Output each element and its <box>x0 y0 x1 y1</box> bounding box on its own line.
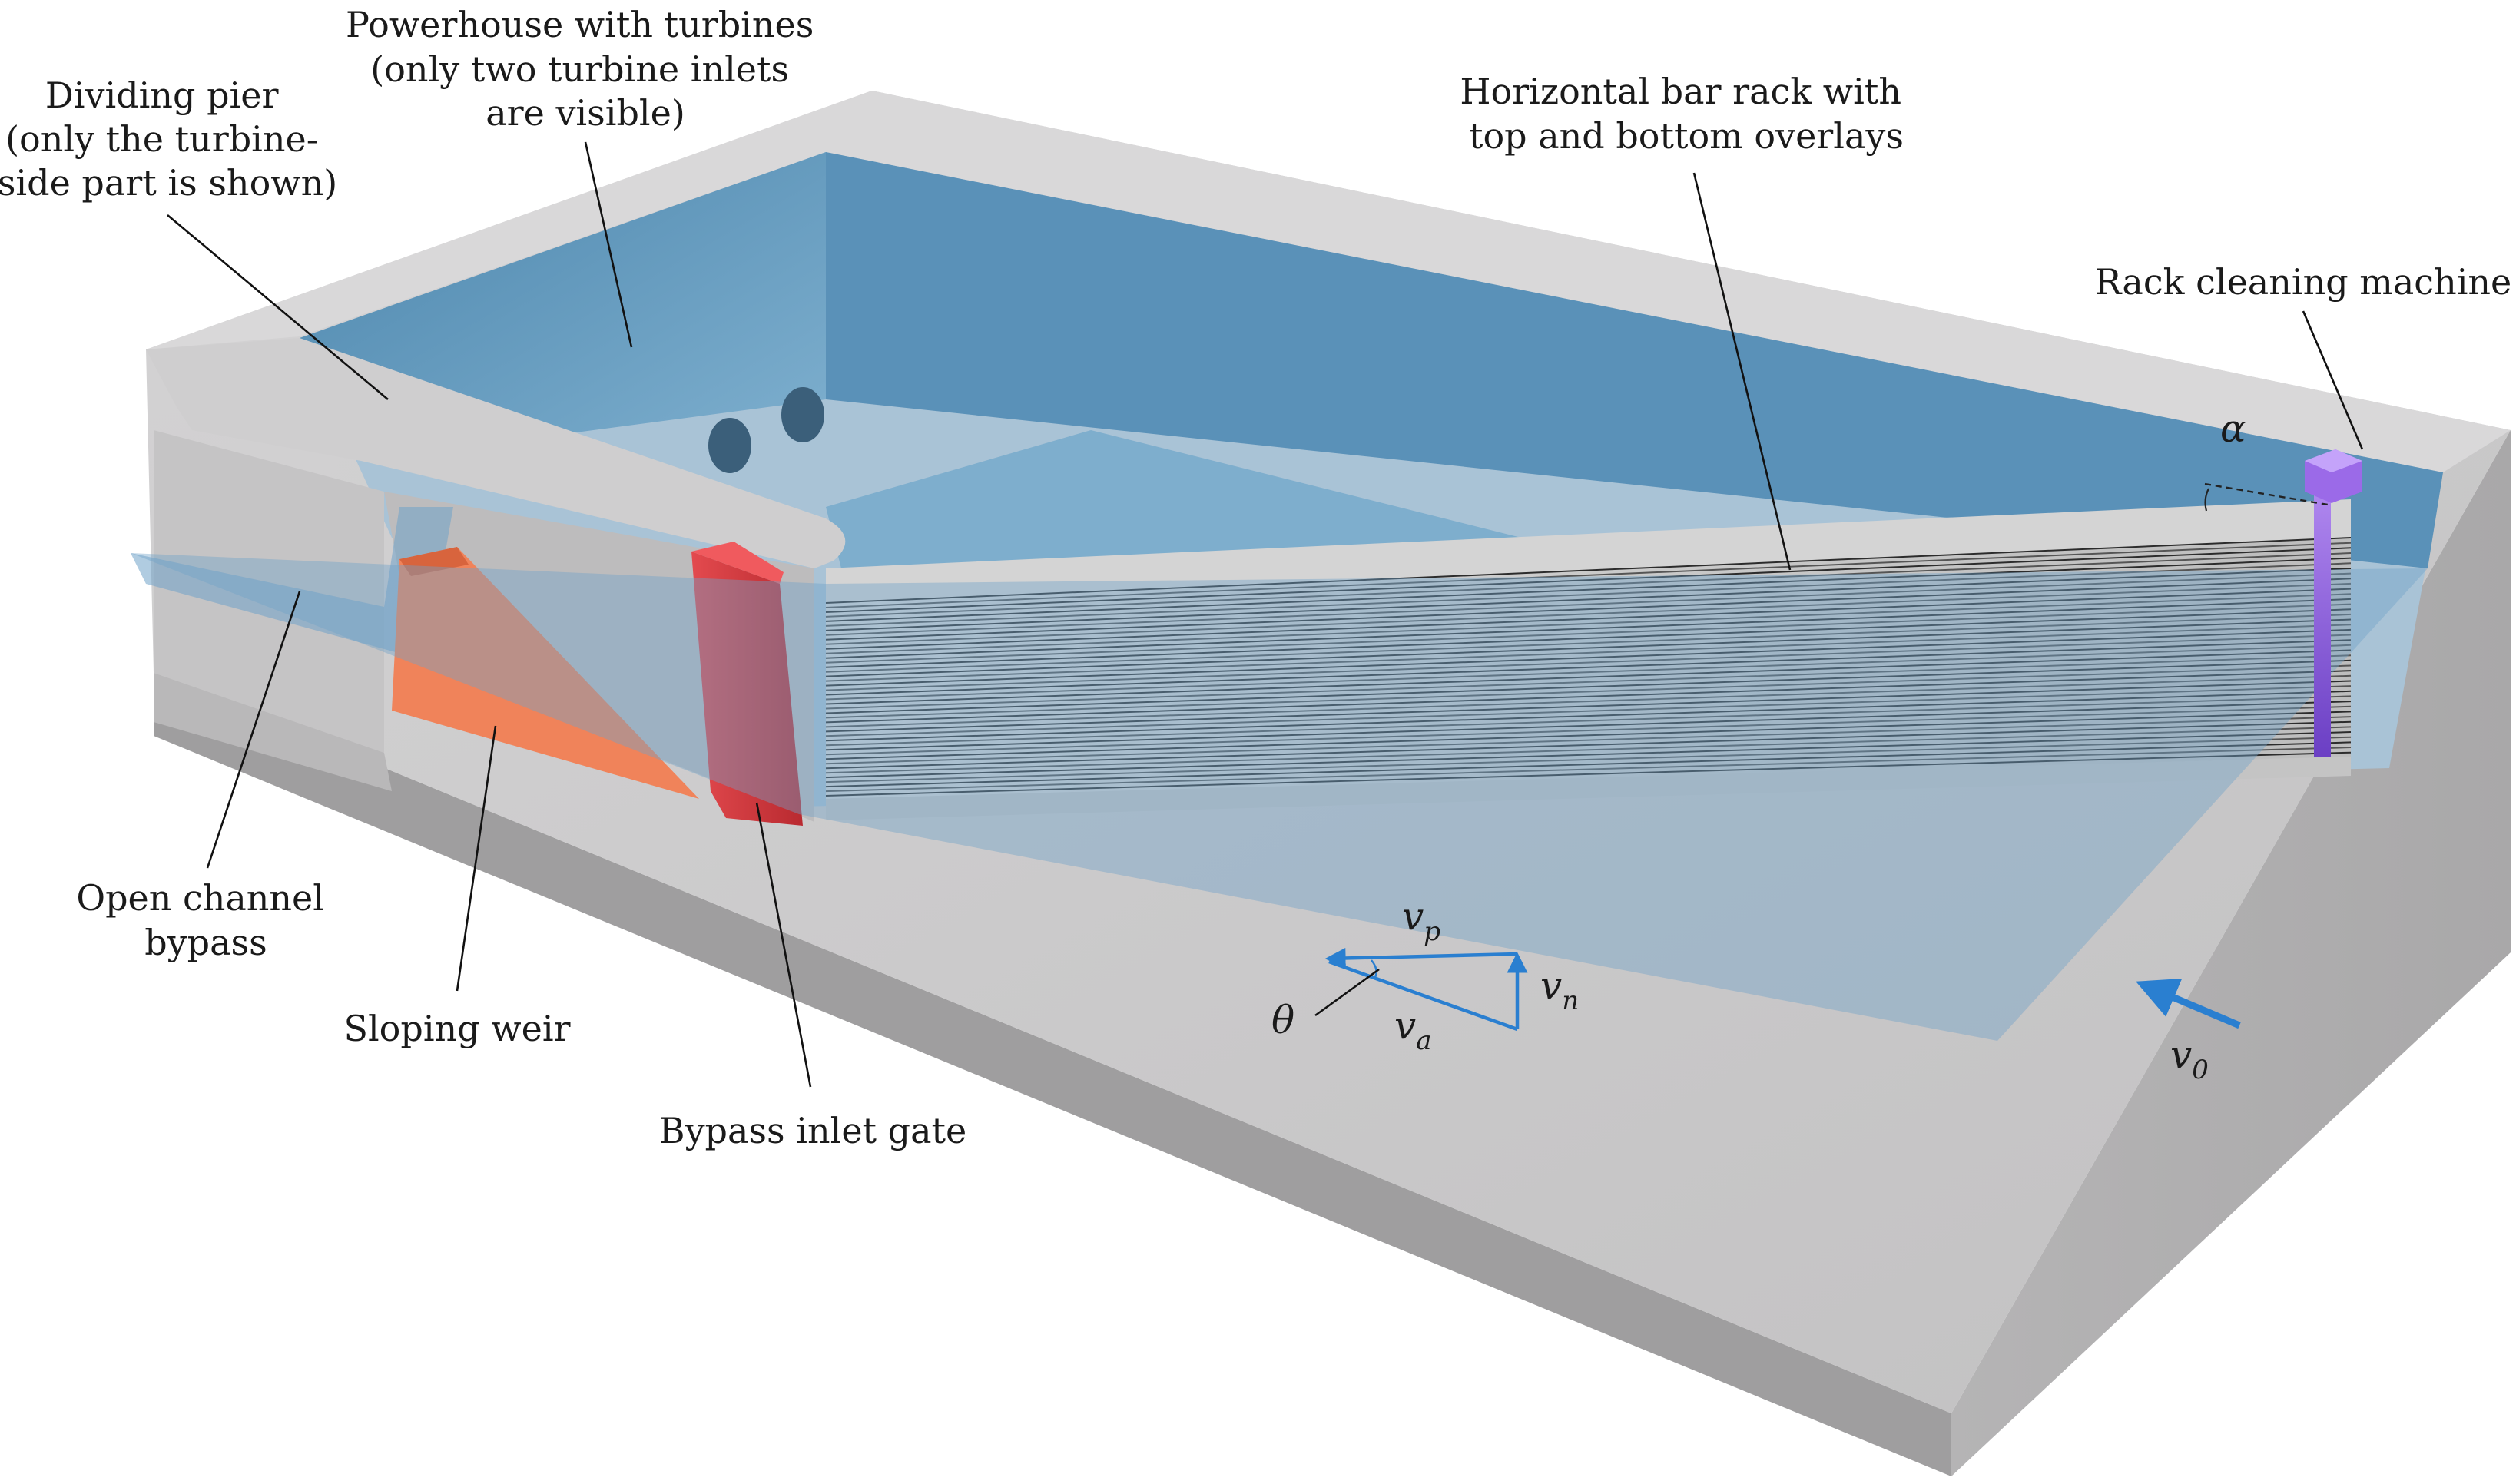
rack-bar <box>825 701 2352 751</box>
rack-bar <box>825 731 2352 779</box>
label-open-channel: Open channel bypass <box>76 877 335 963</box>
leader-powerhouse <box>584 141 633 348</box>
rack-bar <box>825 705 2352 756</box>
rack-bar <box>825 726 2352 774</box>
rack-bar <box>825 685 2352 737</box>
symbol-vp: vp <box>1402 894 1440 947</box>
rack-bar <box>825 670 2352 724</box>
rack-bar <box>825 588 2352 650</box>
rack-bar <box>825 568 2352 631</box>
rack-bar <box>825 654 2352 710</box>
rack-bar <box>825 639 2352 696</box>
label-bypass-gate: Bypass inlet gate <box>659 1110 966 1151</box>
rack-bar <box>825 557 2352 622</box>
bar-rack-bars <box>825 537 2352 806</box>
symbol-theta: θ <box>1271 998 1294 1042</box>
dividing-pier <box>146 338 846 568</box>
label-powerhouse: Powerhouse with turbines (only two turbi… <box>346 4 825 134</box>
water-surface-overlay <box>131 553 2428 1041</box>
rack-bar <box>825 674 2352 728</box>
rack-bar <box>825 608 2352 668</box>
inflow-arrow <box>2136 979 2241 1029</box>
bar-rack-top-overlay <box>826 499 2351 603</box>
leader-rack-cleaning <box>2302 310 2364 450</box>
rack-bar <box>825 603 2352 664</box>
sloping-weir <box>392 547 699 799</box>
symbol-vn: vn <box>1540 963 1579 1016</box>
rack-bar <box>825 562 2352 627</box>
label-rack-cleaning: Rack cleaning machine <box>2095 261 2512 303</box>
velocity-triangle <box>1324 947 1528 1032</box>
label-dividing-pier: Dividing pier (only the turbine- side pa… <box>0 75 337 204</box>
rack-bar <box>825 537 2352 604</box>
rack-bar <box>825 598 2352 659</box>
bypass-water <box>131 507 453 661</box>
rack-bar <box>825 552 2352 618</box>
rack-bar <box>825 690 2352 742</box>
turbine-inlet-1 <box>708 418 751 473</box>
leader-open-channel <box>206 591 301 869</box>
bar-rack-bottom-overlay <box>826 757 2351 820</box>
slab-front-face <box>154 673 1951 1476</box>
symbol-alpha: α <box>2220 406 2246 451</box>
basin-back-wall-water-right <box>826 152 2443 568</box>
bypass-inlet-gate <box>691 552 803 826</box>
theta-leader <box>1314 968 1380 1017</box>
rack-bar <box>825 716 2352 765</box>
rack-bar <box>825 680 2352 733</box>
rack-bar <box>825 634 2352 691</box>
rack-bar <box>825 593 2352 654</box>
rack-bar <box>825 747 2352 793</box>
rack-bar <box>825 613 2352 673</box>
rack-bar <box>825 711 2352 760</box>
rack-bar <box>825 736 2352 783</box>
rack-bar <box>825 547 2352 613</box>
rack-cleaning-machine-head-top <box>2305 449 2362 472</box>
back-wall-rim <box>146 91 2511 472</box>
label-sloping-weir: Sloping weir <box>343 1008 570 1049</box>
rack-bar <box>825 659 2352 714</box>
leader-bypass-gate <box>755 802 812 1088</box>
rack-bar <box>825 649 2352 705</box>
leader-sloping-weir <box>456 725 497 992</box>
alpha-arc <box>2204 488 2209 512</box>
leader-bar-rack <box>1692 172 1792 571</box>
symbol-v0: v0 <box>2170 1032 2209 1085</box>
rack-bar <box>825 582 2352 645</box>
rack-bar <box>825 695 2352 747</box>
bypass-inlet-gate-top <box>691 542 784 584</box>
sloping-weir-top <box>399 547 469 576</box>
label-bar-rack: Horizontal bar rack with top and bottom … <box>1460 71 1912 157</box>
rack-bar <box>825 720 2352 770</box>
rack-bar <box>825 664 2352 719</box>
rack-bar <box>825 542 2352 608</box>
symbol-va: va <box>1394 1003 1432 1056</box>
rack-bar <box>825 644 2352 701</box>
rack-cleaning-machine-rail <box>2314 472 2331 757</box>
leader-dividing-pier <box>167 214 389 400</box>
rack-bar <box>825 578 2352 641</box>
bypass-channel-floor <box>154 673 392 791</box>
rack-bar <box>825 572 2352 636</box>
rack-bar <box>825 624 2352 682</box>
rack-bar <box>825 618 2352 677</box>
rack-bar <box>825 628 2352 687</box>
turbine-inlet-2 <box>781 387 824 442</box>
rack-bar <box>825 741 2352 788</box>
rack-bar <box>825 751 2352 797</box>
